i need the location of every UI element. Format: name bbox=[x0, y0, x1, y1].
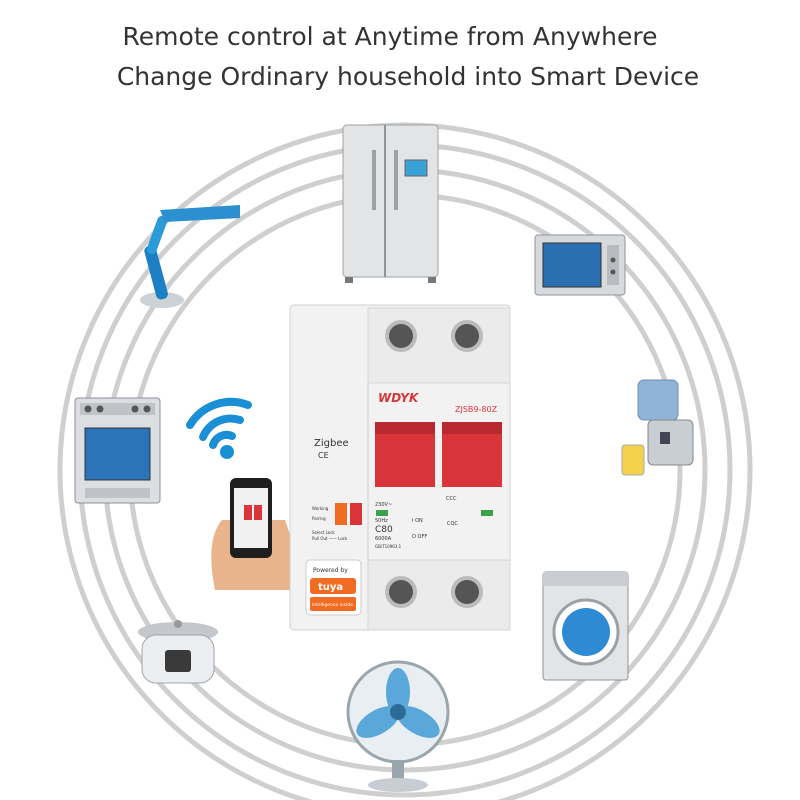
rating-current: C80 bbox=[375, 525, 393, 535]
headline-line-2: Change Ordinary household into Smart Dev… bbox=[116, 62, 700, 91]
tuya-sub-label: intelligence inside bbox=[312, 602, 353, 608]
rating-break: 6000A bbox=[375, 536, 392, 542]
ce-mark: CE bbox=[318, 451, 329, 460]
powered-by-label: Powered by bbox=[313, 567, 348, 574]
oven-icon bbox=[74, 397, 161, 504]
washing-machine-icon bbox=[542, 571, 629, 681]
on-label: I ON bbox=[412, 518, 423, 524]
circuit-breaker: WDYK ZJSB9-80Z Zigbee CE 230V~ 50Hz C80 … bbox=[289, 304, 511, 631]
rating-freq: 50Hz bbox=[375, 518, 388, 524]
fan-icon bbox=[346, 660, 450, 792]
standard-label: GB/T10963.1 bbox=[375, 544, 402, 549]
refrigerator-icon bbox=[342, 124, 439, 283]
side-label-pairing: Pairing bbox=[312, 516, 326, 521]
tuya-label: tuya bbox=[318, 582, 343, 593]
microwave-icon bbox=[534, 234, 626, 296]
ccc-mark: CCC bbox=[446, 496, 457, 502]
desk-lamp-icon bbox=[140, 205, 240, 308]
wifi-icon bbox=[186, 397, 252, 459]
side-label-working: Working bbox=[312, 506, 329, 511]
side-label-select-lock: Select Lock bbox=[312, 530, 335, 535]
rating-voltage: 230V~ bbox=[375, 502, 392, 508]
juicer-icon bbox=[621, 379, 694, 476]
model-label: ZJSB9-80Z bbox=[455, 405, 498, 414]
phone-hand-icon bbox=[211, 478, 297, 590]
brand-label: WDYK bbox=[378, 391, 420, 405]
cqc-mark: CQC bbox=[447, 521, 458, 527]
rice-cooker-icon bbox=[138, 620, 218, 684]
zigbee-label: Zigbee bbox=[314, 438, 349, 449]
headline-line-1: Remote control at Anytime from Anywhere bbox=[122, 22, 658, 51]
side-label-pull-out: Pull Out —— Lock bbox=[312, 536, 348, 541]
off-label: O OFF bbox=[412, 534, 427, 540]
